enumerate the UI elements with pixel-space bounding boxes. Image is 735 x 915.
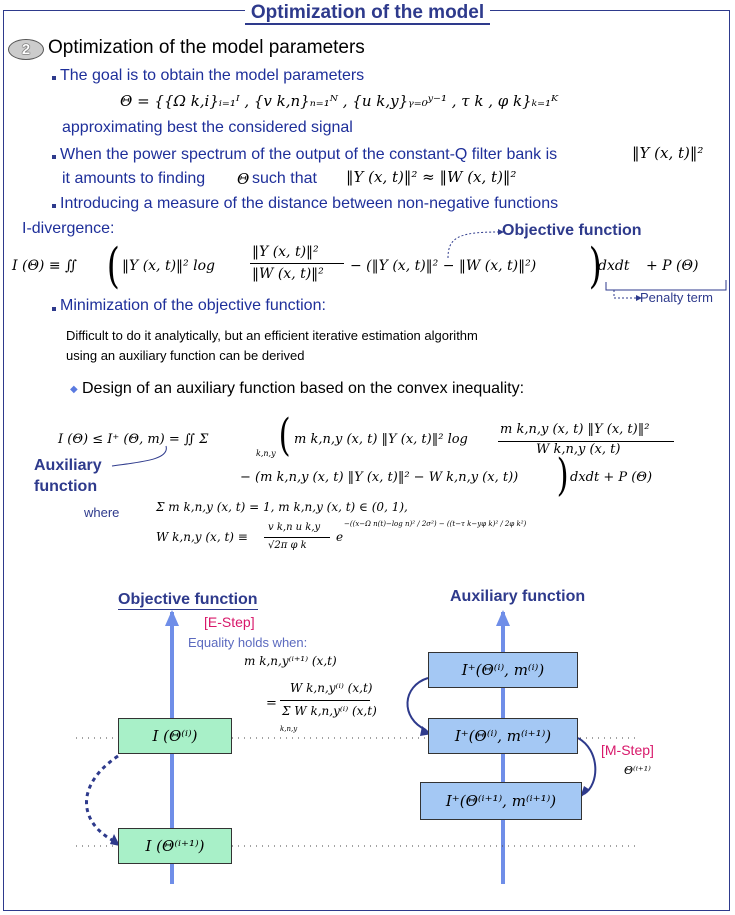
diagram-right-title: Auxiliary function [450,588,586,605]
paren-open: ( [278,410,291,461]
bullet-distance: Introducing a measure of the distance be… [60,195,559,212]
formula-where-exp: e [336,530,344,544]
formula-where-sum: Σ m k,n,y (x, t) = 1, m k,n,y (x, t) ∈ (… [156,500,408,514]
paren-close: ) [588,238,602,294]
annotation-arrows [447,229,727,301]
text-design: Design of an auxiliary function based on… [82,380,525,397]
arrow-mstep-head [580,786,590,798]
label-penalty-term: Penalty term [640,290,713,305]
bullet-power-spectrum: When the power spectrum of the output of… [60,146,558,163]
fraction-bar [264,537,330,538]
formula-where-den: √2π φ k [268,540,307,551]
label-i-divergence: I-divergence: [22,220,115,237]
formula-idiv-term2: − (‖Y (x, t)‖² − ‖W (x, t)‖²) [350,258,537,274]
section-heading: Optimization of the model parameters [48,37,365,58]
formula-aux-lhs: I (Θ) ≤ I⁺ (Θ, m) = ∬ Σ [58,432,209,447]
slide-title: Optimization of the model [0,2,735,25]
formula-where-exp-sup: −((x−Ω n(t)−log n)² / 2σ²) − ((t−τ k−yφ … [344,520,527,528]
bullet-minimization: Minimization of the objective function: [60,297,326,314]
bullet-marker [52,307,56,311]
label-objective-function: Objective function [502,222,642,239]
fraction-bar [250,263,344,264]
formula-eq-num: W k,n,y⁽ⁱ⁾ (x,t) [290,681,373,695]
label-function: function [34,478,98,495]
paren-open: ( [106,238,120,294]
formula-power-spectrum: ‖Y (x, t)‖² [632,144,704,162]
label-estep: [E-Step] [204,614,255,630]
diamond-bullet: ◆ [70,384,78,395]
formula-theta-def: Θ = {{Ω k,i}ᵢ₌₁ᴵ , {v k,n}ₙ₌₁ᴺ , {u k,y}… [120,92,559,110]
formula-aux-end: dxdt + P (Θ) [570,470,653,485]
fraction-bar [498,441,674,442]
formula-eq-den-sub: k,n,y [280,725,298,733]
formula-idiv-dxdt: dxdt [598,258,630,274]
formula-eq-den: Σ W k,n,y⁽ⁱ⁾ (x,t) [282,704,377,718]
box-aux-i-m-plus-1: I⁺(Θ⁽ⁱ⁾, m⁽ⁱ⁺¹⁾) [428,718,578,754]
formula-penalty: + P (Θ) [646,258,699,274]
fraction-bar [280,700,370,701]
axis-left-arrowhead [165,610,179,626]
bullet-goal: The goal is to obtain the model paramete… [60,67,365,84]
aux-pointer [111,445,167,467]
formula-idiv-num: ‖Y (x, t)‖² [252,244,319,260]
text-equality: Equality holds when: [188,635,308,650]
diagram-left-title: Objective function [118,591,258,610]
text-difficult-1: Difficult to do it analytically, but an … [66,328,478,343]
formula-aux-term1: m k,n,y (x, t) ‖Y (x, t)‖² log [294,432,468,447]
formula-aux-den: W k,n,y (x, t) [536,442,621,457]
text-amounts: it amounts to finding [62,170,206,187]
text-approximating: approximating best the considered signal [62,119,353,136]
formula-where-w: W k,n,y (x, t) ≡ [156,530,248,544]
section-number-badge: 2 [8,39,44,60]
box-objective-i-plus-1: I (Θ⁽ⁱ⁺¹⁾) [118,828,232,864]
objective-pointer-head [498,229,504,235]
formula-idiv-lhs: I (Θ) ≡ ∬ [12,258,77,274]
penalty-pointer [613,290,636,299]
penalty-bracket [605,280,727,291]
bullet-marker [52,76,56,80]
text-such-that: such that [252,170,317,187]
formula-aux-sub: k,n,y [256,449,276,458]
formula-idiv-den: ‖W (x, t)‖² [252,266,324,282]
formula-theta: Θ [237,170,250,188]
penalty-pointer-head [636,295,642,301]
box-objective-i: I (Θ⁽ⁱ⁾) [118,718,232,754]
objective-pointer [447,231,499,259]
bullet-marker [52,204,56,208]
formula-where-num: v k,n u k,y [268,522,321,533]
formula-eq-equals: = [266,696,277,711]
formula-approx: ‖Y (x, t)‖² ≈ ‖W (x, t)‖² [346,168,517,186]
axis-right-arrowhead [496,610,510,626]
bullet-marker [52,155,56,159]
arrow-left-dashed-head [110,834,120,846]
formula-aux-term2: − (m k,n,y (x, t) ‖Y (x, t)‖² − W k,n,y … [240,470,519,485]
formula-mstep-theta: Θ⁽ⁱ⁺¹⁾ [624,764,651,777]
formula-idiv-term1: ‖Y (x, t)‖² log [122,258,215,274]
box-aux-i-plus-1: I⁺(Θ⁽ⁱ⁺¹⁾, m⁽ⁱ⁺¹⁾) [420,782,582,820]
text-where: where [84,505,120,520]
formula-aux-num: m k,n,y (x, t) ‖Y (x, t)‖² [500,422,650,437]
arrow-left-dashed [85,754,119,842]
text-difficult-2: using an auxiliary function can be deriv… [66,348,305,363]
box-aux-i: I⁺(Θ⁽ⁱ⁾, m⁽ⁱ⁾) [428,652,578,688]
paren-close: ) [556,450,569,501]
label-mstep: [M-Step] [601,742,654,758]
label-auxiliary: Auxiliary [34,457,102,474]
formula-eq-m: m k,n,y⁽ⁱ⁺¹⁾ (x,t) [244,654,337,668]
arrow-estep [406,677,429,731]
